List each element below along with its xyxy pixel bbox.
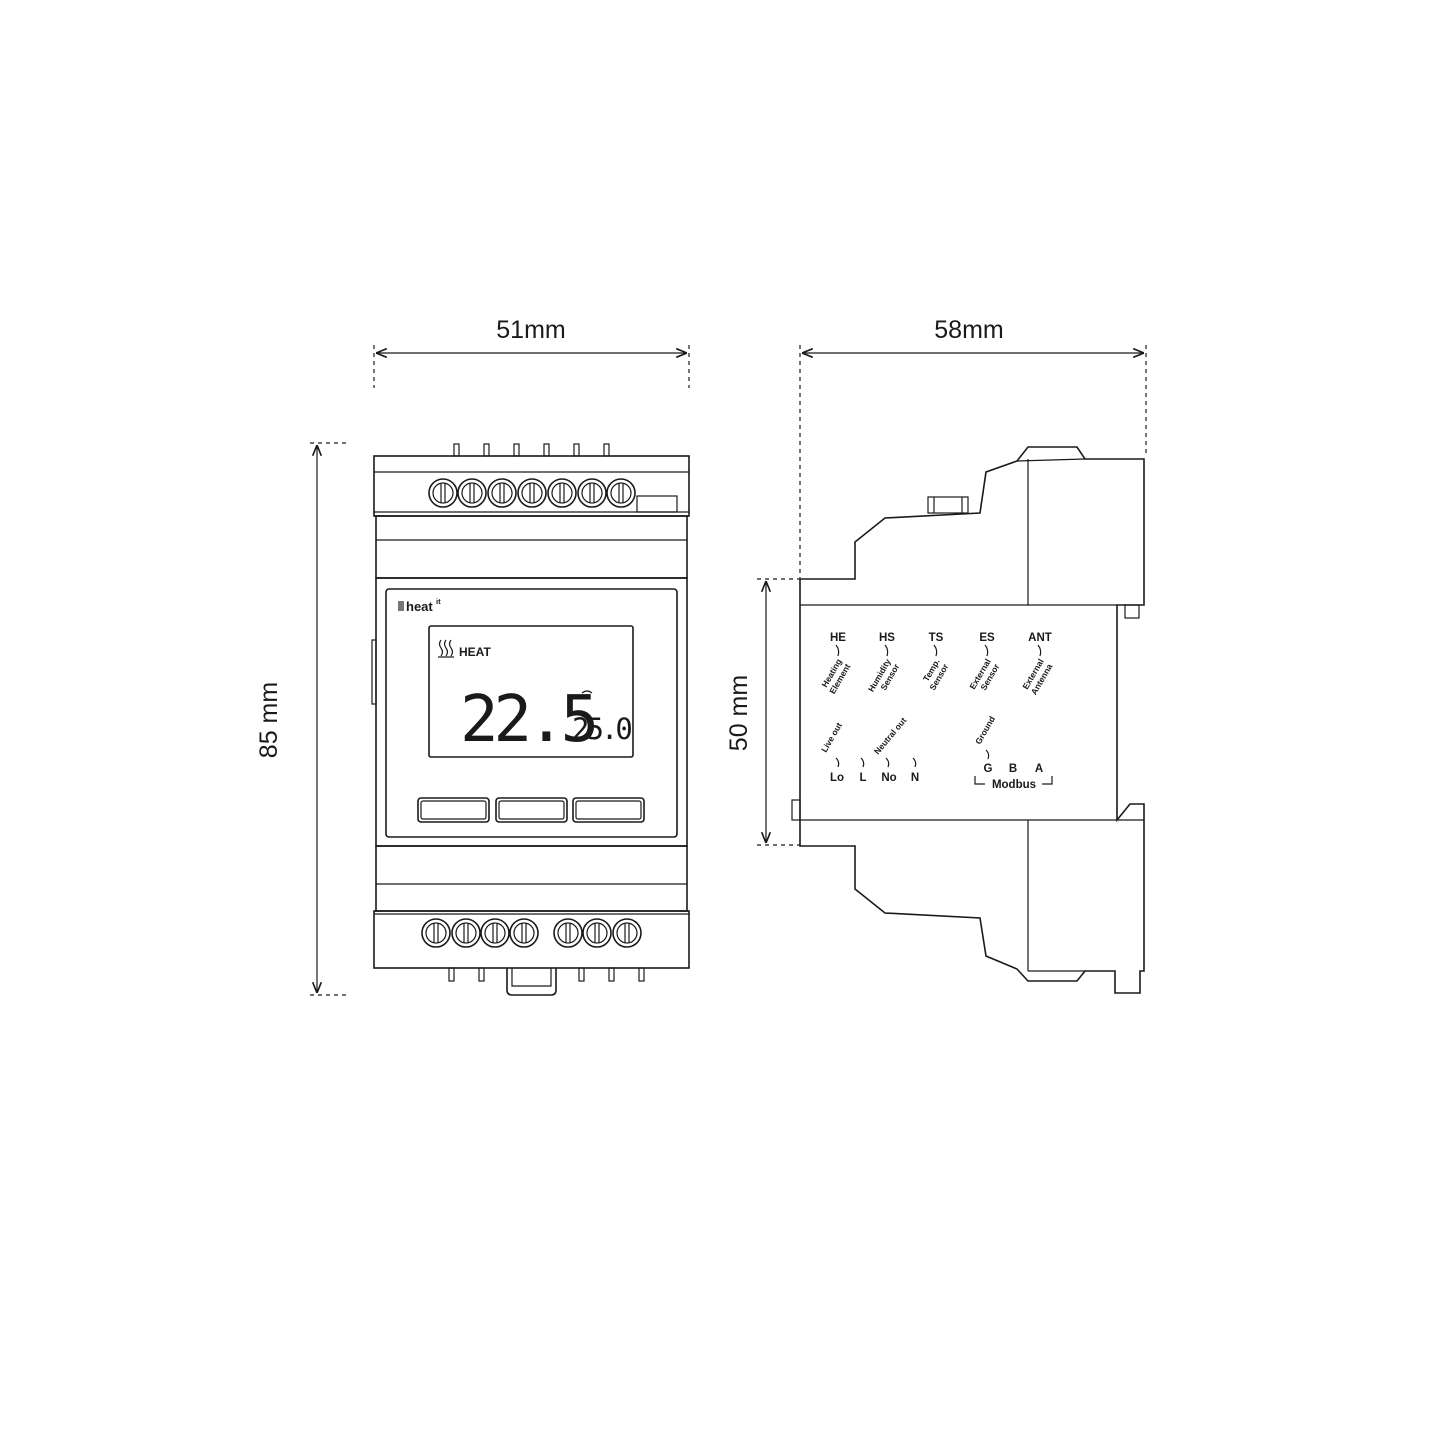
bottom-terminal-block (373, 910, 690, 969)
front-height-dimension: 85 mm (255, 442, 350, 996)
pin-n: N (911, 772, 919, 784)
bottom-pins (448, 967, 645, 982)
din-clip (506, 968, 557, 996)
front-panel (385, 588, 678, 838)
side-width-label: 58mm (934, 316, 1003, 344)
brand-name: heat (406, 599, 433, 614)
pin-l: L (859, 772, 866, 784)
pin-no: No (881, 772, 896, 784)
front-view: heat it HEAT 22.5 25.0 (371, 443, 690, 996)
power-outputs: Live out Neutral out Lo L No N (819, 715, 919, 784)
modbus-terminals: Ground G B A Modbus (973, 714, 1053, 791)
terminal-hs: HS Humidity Sensor (866, 632, 902, 694)
side-outline (799, 446, 1145, 994)
terminal-code: HE (830, 632, 846, 644)
modbus-pin-a: A (1035, 763, 1043, 775)
terminal-ts: TS Temp. Sensor (921, 632, 951, 692)
front-width-dimension: 51mm (373, 316, 690, 388)
heatit-logo: heat it (398, 597, 441, 614)
neutral-out-label: Neutral out (872, 715, 909, 756)
modbus-pin-b: B (1009, 763, 1017, 775)
modbus-pin-g: G (984, 763, 993, 775)
wifi-icon (581, 690, 593, 697)
bottom-screw-terminals (421, 918, 642, 948)
side-height-dimension: 50 mm (725, 578, 800, 846)
terminal-he: HE Heating Element (819, 632, 852, 696)
set-temperature: 25.0 (572, 712, 631, 746)
side-width-dimension: 58mm (799, 316, 1147, 578)
center-button[interactable] (495, 797, 568, 823)
terminal-code: HS (879, 632, 895, 644)
lcd-screen (428, 625, 634, 758)
terminal-code: ES (979, 632, 995, 644)
side-height-label: 50 mm (725, 675, 753, 751)
modbus-label: Modbus (992, 779, 1036, 791)
heat-mode-icon (438, 639, 454, 658)
terminal-ant: ANT External Antenna (1020, 632, 1054, 696)
terminal-code: ANT (1028, 632, 1052, 644)
brand-superscript: it (436, 597, 441, 606)
terminal-es: ES External Sensor (967, 632, 1001, 692)
left-button[interactable] (417, 797, 490, 823)
live-out-label: Live out (819, 721, 844, 754)
front-height-label: 85 mm (255, 682, 283, 758)
top-pins (453, 443, 610, 457)
mode-label: HEAT (459, 645, 491, 659)
terminal-code: TS (929, 632, 944, 644)
right-button[interactable] (572, 797, 645, 823)
ground-label: Ground (973, 714, 997, 746)
side-view: HE Heating Element HS Humidity Sensor TS… (791, 446, 1145, 994)
front-width-label: 51mm (496, 316, 565, 344)
antenna-tab (636, 495, 678, 513)
top-screw-terminals (428, 478, 636, 508)
pin-lo: Lo (830, 772, 844, 784)
current-temperature: 22.5 (460, 683, 595, 757)
